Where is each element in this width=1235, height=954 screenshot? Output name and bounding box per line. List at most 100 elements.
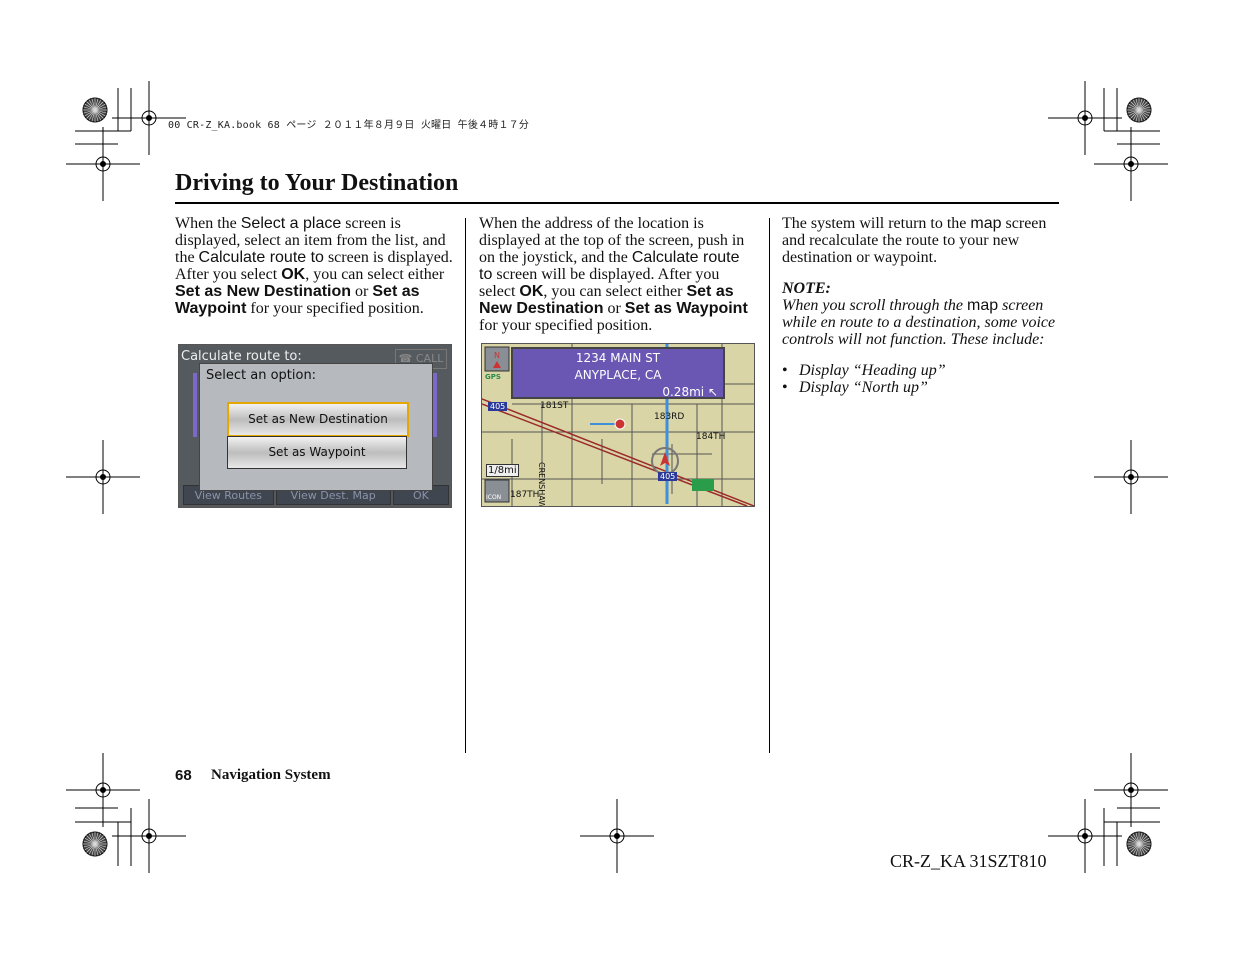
title-rule — [175, 202, 1059, 204]
note-label: NOTE: — [782, 280, 831, 297]
text-run: When you scroll through the — [782, 297, 968, 314]
north-letter: N — [494, 351, 500, 360]
color-target-ray — [91, 98, 96, 111]
registration-dot — [100, 787, 106, 793]
registration-dot — [146, 833, 152, 839]
color-target-ray — [1127, 843, 1140, 848]
registration-dot — [146, 115, 152, 121]
color-target-ray — [83, 109, 96, 114]
color-target-ray — [94, 840, 107, 845]
gps-indicator: GPS — [485, 373, 501, 381]
color-target-ray — [1138, 840, 1151, 845]
ui-term: Set as Waypoint — [175, 283, 420, 317]
map-scale[interactable]: 1/8mi — [486, 464, 519, 477]
color-target-ray — [1135, 832, 1140, 845]
note-text: When you scroll through the map screen w… — [782, 297, 1062, 348]
vehicle-arrow-icon — [660, 452, 670, 466]
color-target-ray — [1138, 109, 1143, 122]
distance: 0.28mi ↖ — [512, 384, 724, 401]
paragraph: The system will return to the map screen… — [782, 215, 1062, 266]
north-up-icon — [484, 346, 510, 372]
text-run: screen and recalculate the route to your… — [782, 215, 1047, 266]
print-header: 00 CR-Z_KA.book 68 ページ ２０１１年８月９日 火曜日 午後４… — [168, 120, 530, 131]
paragraph: When the Select a place screen is displa… — [175, 215, 453, 317]
address-line-1: 1234 MAIN ST — [575, 351, 661, 365]
paragraph: When the address of the location is disp… — [479, 215, 755, 334]
color-target-ray — [84, 103, 96, 111]
distance-value: 0.28mi — [662, 385, 705, 399]
color-target-ray — [86, 843, 96, 853]
color-target-ray — [1138, 109, 1150, 117]
color-target-ray — [94, 843, 99, 856]
color-target-ray — [83, 840, 96, 845]
color-target-ray — [84, 837, 96, 845]
registration-dot — [614, 833, 620, 839]
list-highlight — [433, 373, 437, 437]
color-target-ray — [1135, 98, 1140, 111]
column-divider — [769, 218, 770, 753]
set-as-waypoint-button[interactable]: Set as Waypoint — [227, 436, 407, 469]
text-run: for your specified position. — [246, 300, 424, 317]
color-target-ray — [1138, 843, 1150, 851]
color-target-ray — [94, 843, 102, 855]
map-view[interactable]: N — [482, 344, 754, 506]
color-target-ray — [94, 101, 104, 111]
color-target-ray — [1128, 837, 1140, 845]
registration-dot — [1128, 787, 1134, 793]
column-1-text: When the Select a place screen is displa… — [175, 215, 453, 317]
color-target-ray — [1138, 843, 1143, 856]
ui-term: OK — [281, 266, 306, 283]
color-target-ray — [88, 109, 96, 121]
color-target-ray — [1127, 109, 1140, 114]
color-target-ray — [1128, 843, 1140, 851]
registration-dot — [1128, 161, 1134, 167]
color-target-ray — [1138, 832, 1143, 845]
color-target-ray — [1132, 833, 1140, 845]
color-target-ray — [94, 109, 99, 122]
ui-term: map — [970, 215, 1002, 232]
set-as-new-destination-button[interactable]: Set as New Destination — [227, 402, 409, 437]
color-target-ray — [94, 109, 107, 114]
color-target-ray — [88, 843, 96, 855]
dialog-title: Select an option: — [206, 368, 317, 383]
registration-dot — [100, 161, 106, 167]
column-2-text: When the address of the location is disp… — [479, 215, 755, 334]
column-divider — [465, 218, 466, 753]
page-title: Driving to Your Destination — [175, 170, 459, 196]
section-name: Navigation System — [211, 767, 331, 783]
phone-icon: ☎ — [398, 352, 416, 365]
street-label: 187TH — [510, 490, 540, 500]
icon-button — [484, 479, 510, 503]
color-target-ray — [1138, 843, 1151, 848]
color-target-ray — [1138, 837, 1150, 845]
bullet-list: Display “Heading up” Display “North up” — [782, 362, 1062, 396]
trim-marks — [75, 88, 1160, 866]
freeway-shield: 405 — [488, 402, 508, 411]
color-target-ray — [1138, 98, 1143, 111]
street-label: 183RD — [654, 412, 685, 422]
text-run: screen is displayed. After you select — [175, 249, 453, 283]
direction-arrow-icon: ↖ — [707, 385, 718, 399]
registration-dot — [1082, 833, 1088, 839]
color-target-ray — [94, 843, 104, 853]
color-target-ray — [91, 832, 96, 845]
document-code: CR-Z_KA 31SZT810 — [890, 851, 1047, 871]
text-run: or — [351, 283, 373, 300]
park-area — [692, 479, 714, 491]
color-target-ray — [1130, 835, 1140, 845]
screenshot-map-address: N 1234 MAIN ST ANYPLACE, CA 0.28mi ↖ GPS… — [481, 343, 755, 507]
ui-term: Calculate route to — [198, 249, 324, 266]
color-target-ray — [1138, 109, 1151, 114]
color-target-ray — [1132, 99, 1140, 111]
column-3-text: The system will return to the map screen… — [782, 215, 1062, 396]
icon-button-label[interactable]: ICON — [486, 494, 502, 501]
color-target-ray — [1138, 106, 1151, 111]
color-target-ray — [1138, 99, 1146, 111]
color-target-ray — [1135, 109, 1140, 122]
calculate-route-title: Calculate route to: — [181, 349, 302, 364]
color-target-ray — [1130, 843, 1140, 853]
color-target-ray — [83, 106, 96, 111]
street-label: 181ST — [540, 401, 569, 411]
color-target-ray — [1128, 103, 1140, 111]
color-target-ray — [1138, 843, 1148, 853]
